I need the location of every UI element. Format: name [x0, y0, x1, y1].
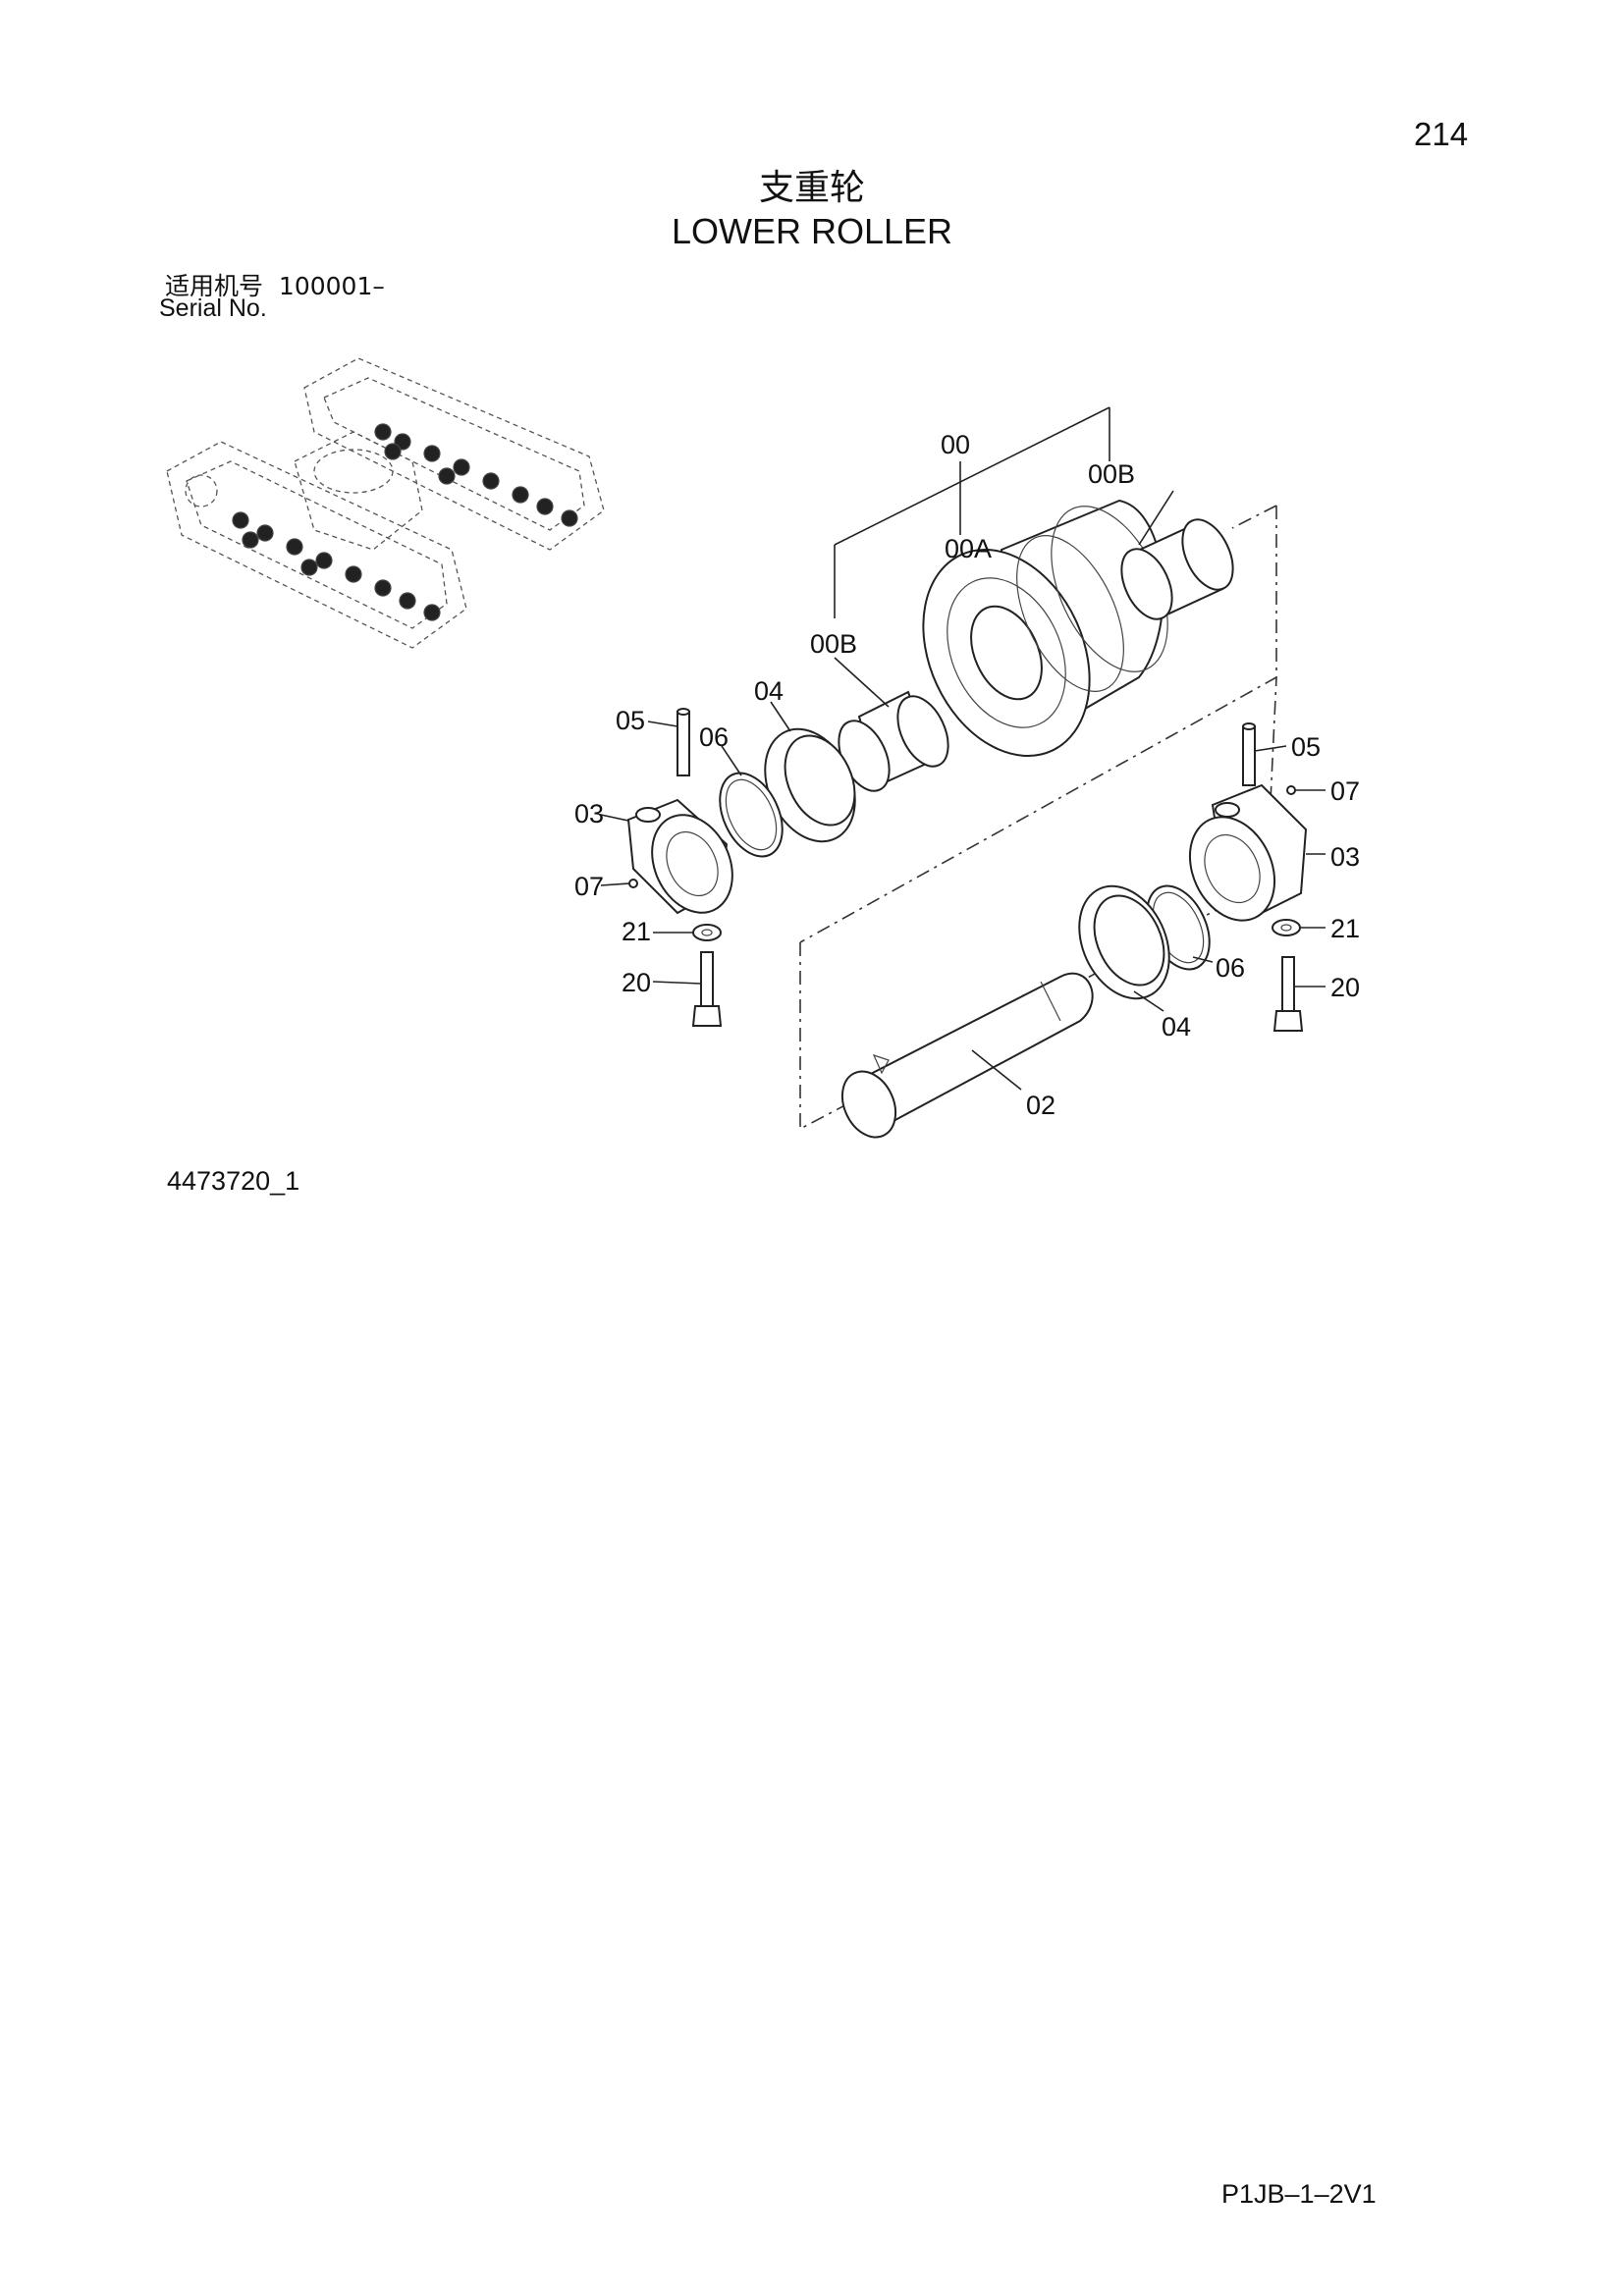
callout-oring-left: 06 [699, 722, 729, 752]
bushing-right [1120, 490, 1234, 620]
plug-right [1286, 785, 1326, 795]
seal-left [764, 701, 856, 843]
bolt-left [652, 951, 723, 1027]
callout-bushing-right: 00B [1088, 459, 1135, 489]
callout-bolt-left: 20 [622, 968, 651, 997]
callout-assembly: 00 [941, 430, 970, 459]
serial-label-english: Serial No. [159, 294, 267, 322]
pin-right [1242, 722, 1287, 786]
callout-collar-left: 03 [574, 799, 604, 828]
drawing-number: 4473720_1 [167, 1166, 300, 1196]
callout-shaft: 02 [1026, 1091, 1056, 1120]
plug-left [600, 879, 638, 888]
callout-plug-right: 07 [1330, 776, 1360, 806]
callout-plug-left: 07 [574, 872, 604, 901]
callout-seal-right: 04 [1162, 1012, 1191, 1041]
page-number: 214 [1414, 116, 1469, 152]
title-english: LOWER ROLLER [671, 211, 953, 251]
serial-label-chinese: 适用机号 [165, 272, 264, 300]
collar-left [600, 798, 733, 915]
callout-bushing-left: 00B [810, 629, 857, 659]
pin-left [647, 708, 690, 776]
callout-oring-right: 06 [1216, 953, 1245, 983]
seal-right [1078, 884, 1170, 1012]
callout-seal-left: 04 [754, 676, 784, 706]
callout-collar-right: 03 [1330, 842, 1360, 872]
washer-right [1272, 919, 1326, 936]
collar-right [1188, 783, 1326, 922]
shaft-part [840, 972, 1094, 1139]
serial-value: 100001– [278, 272, 385, 300]
oring-left [719, 745, 784, 858]
callout-labels: 00 00A 00B 00B 04 06 05 03 07 21 20 05 0… [574, 430, 1360, 1120]
callout-roller: 00A [945, 534, 992, 563]
callout-pin-right: 05 [1291, 732, 1321, 762]
callout-pin-left: 05 [616, 706, 645, 735]
callout-washer-right: 21 [1330, 914, 1360, 943]
washer-left [653, 924, 722, 941]
title-chinese: 支重轮 [758, 168, 865, 208]
document-code: P1JB–1–2V1 [1221, 2179, 1377, 2209]
serial-label-row: 适用机号 100001– [165, 267, 385, 302]
assembly-bracket [834, 406, 1110, 618]
assembly-boundary [799, 505, 1277, 1131]
undercarriage-thumbnail [166, 357, 605, 649]
callout-bolt-right: 20 [1330, 973, 1360, 1002]
bolt-right [1272, 956, 1326, 1032]
callout-washer-left: 21 [622, 917, 651, 946]
